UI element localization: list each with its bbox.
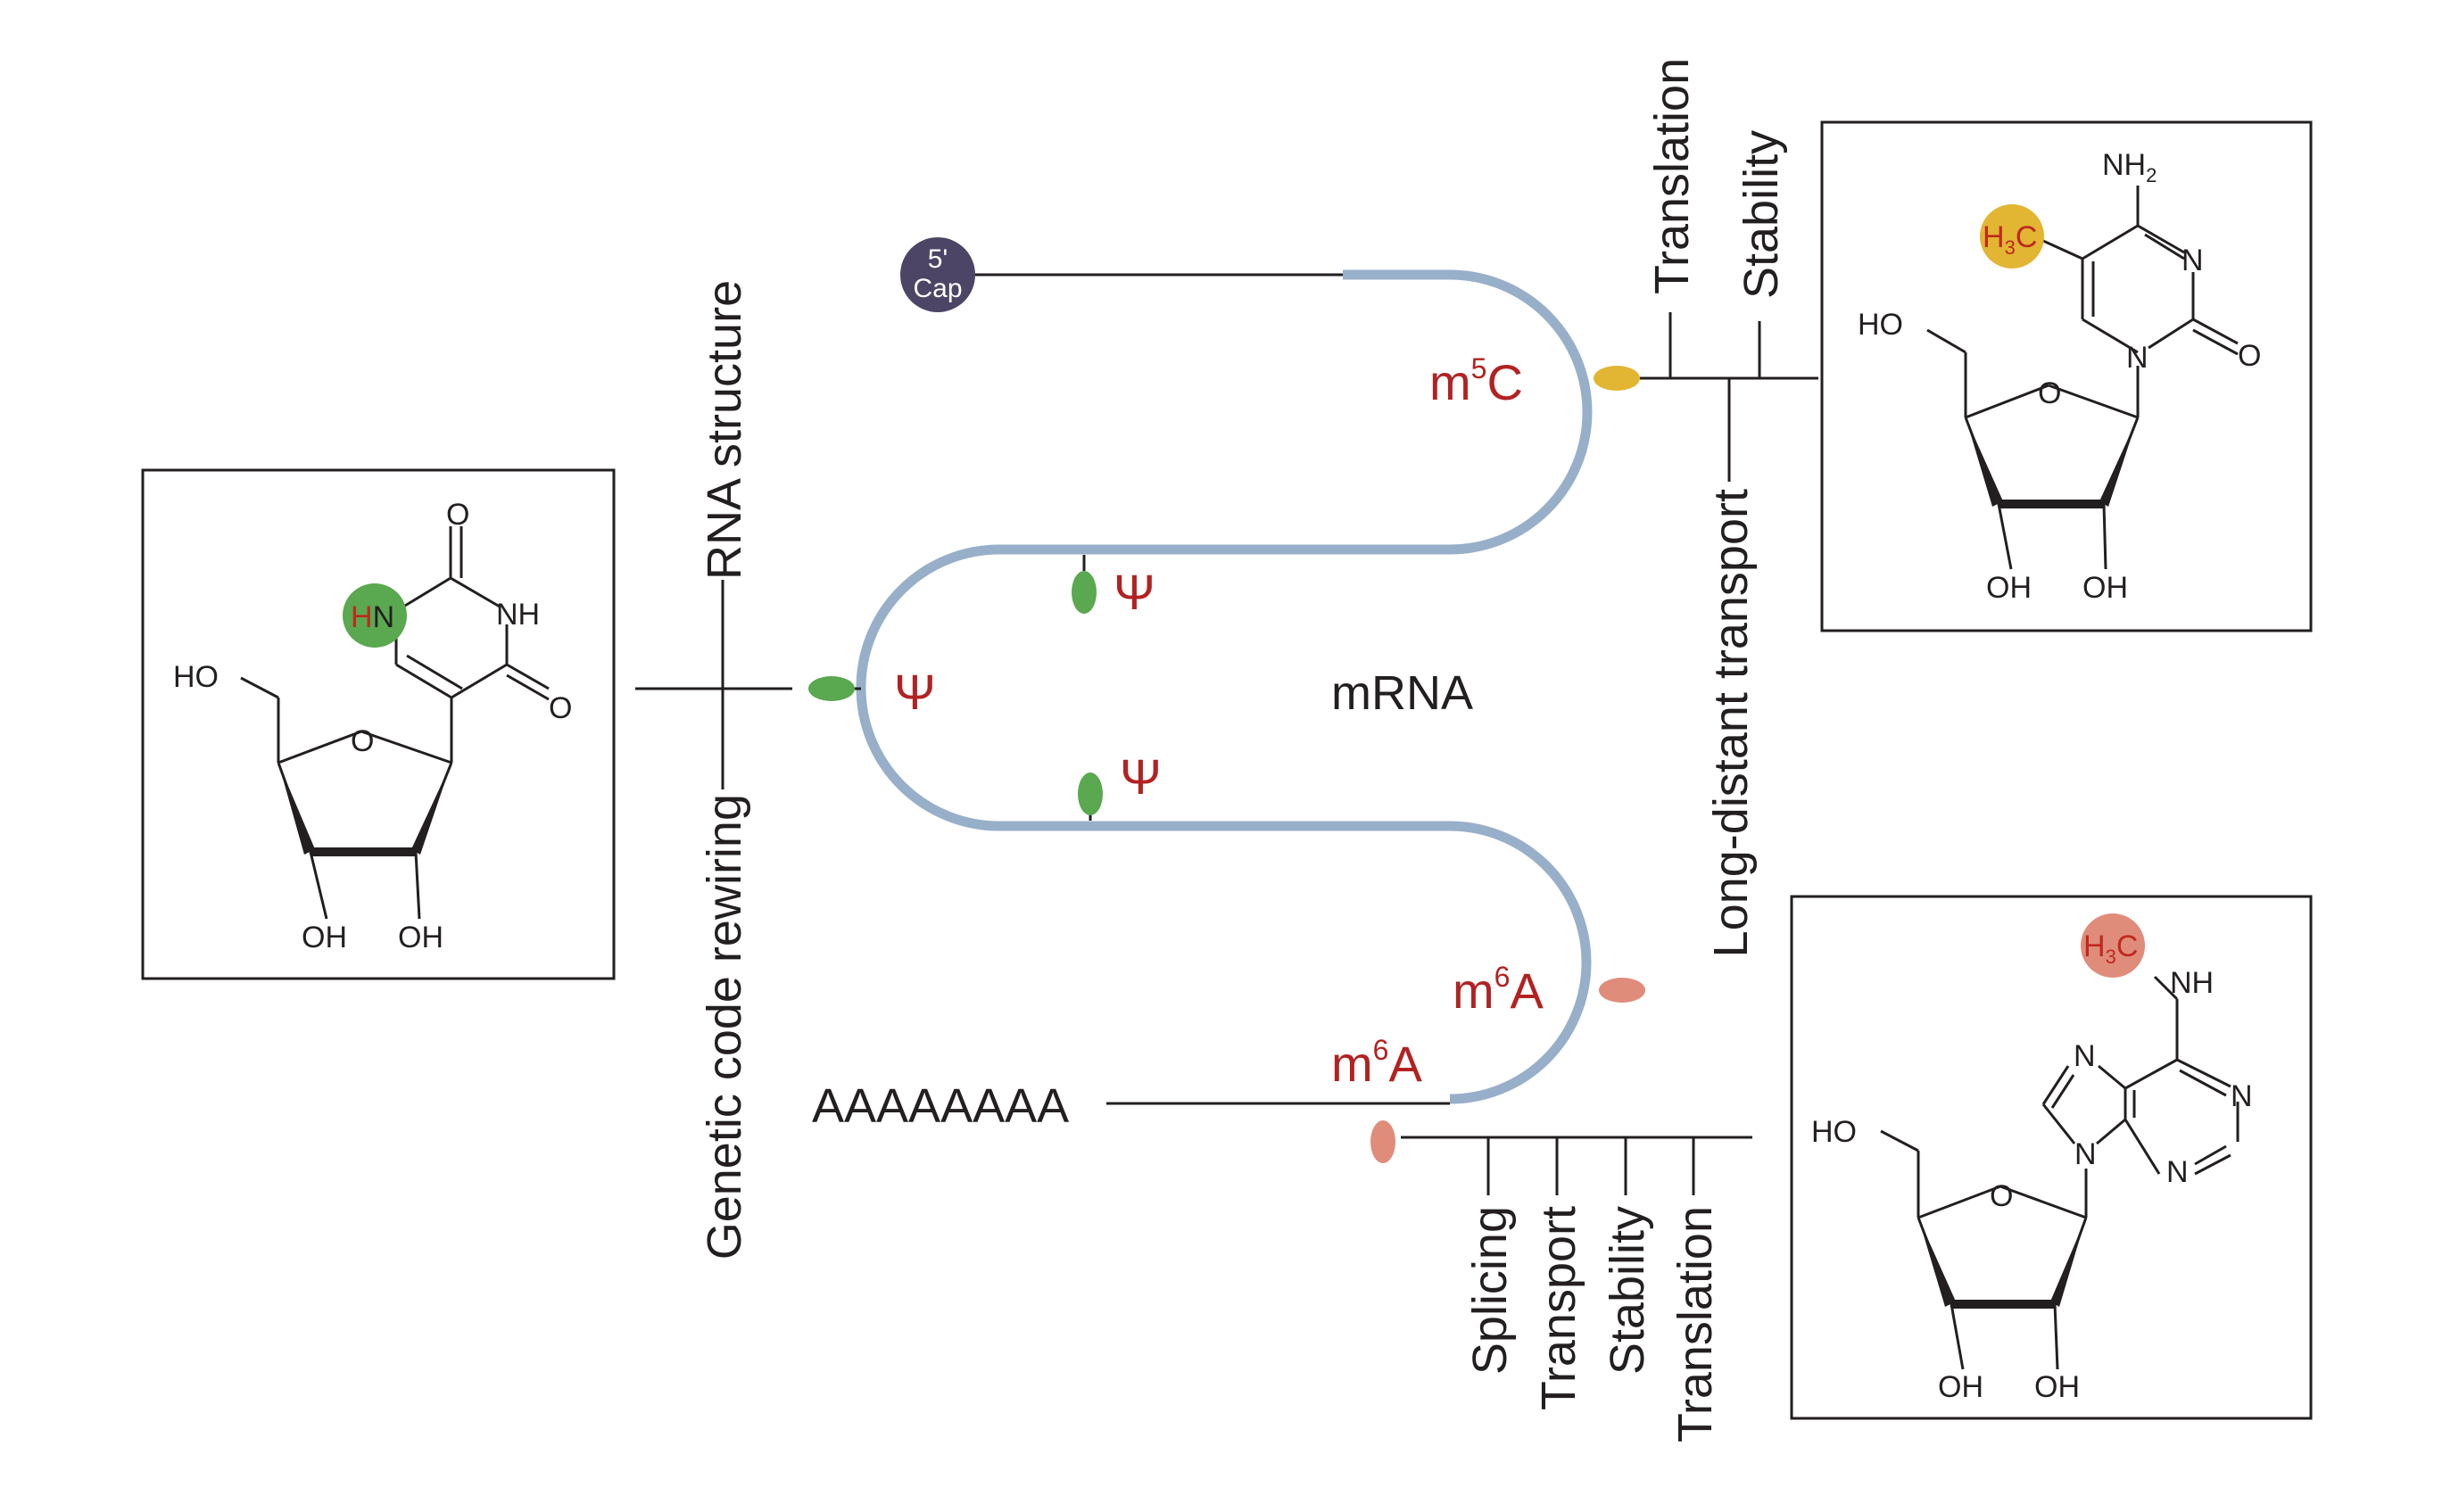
m6a-h3c: H3C — [2083, 930, 2138, 968]
psi-marker-upper — [1072, 571, 1097, 614]
m6a-oh-right: OH — [2034, 1370, 2080, 1404]
m6a-function-transport: Transport — [1532, 1206, 1586, 1410]
psi-function-genetic-code: Genetic code rewiring — [698, 794, 751, 1260]
cap-label-line2: Cap — [913, 274, 962, 303]
m5c-function-annotations: Translation Stability Long-distant trans… — [1640, 58, 1818, 957]
m5c-ring-o: O — [2038, 376, 2061, 410]
pseudouridine-o-top: O — [446, 498, 469, 532]
pseudouridine-highlight — [343, 583, 407, 648]
psi-marker-lower — [1078, 773, 1103, 815]
m6a-n7: N — [2074, 1039, 2096, 1073]
m6a-marker-lower — [1370, 1120, 1395, 1163]
psi-label-lower: Ψ — [1120, 748, 1162, 805]
m5c-ho: HO — [1858, 308, 1903, 342]
m6a-n1: N — [2231, 1079, 2253, 1113]
m5c-function-long-distant-transport: Long-distant transport — [1704, 489, 1758, 957]
m6a-ring-o: O — [1990, 1179, 2013, 1213]
m5c-o: O — [2238, 339, 2261, 373]
poly-a-tail: AAAAAAAA — [812, 1079, 1069, 1133]
pseudouridine-structure-box: HN O NH O HO O OH OH — [141, 468, 616, 980]
cap-label-line1: 5' — [928, 244, 948, 274]
m5c-h3c: H3C — [1983, 220, 2037, 259]
m6a-ho: HO — [1811, 1115, 1857, 1149]
pseudouridine-nh: NH — [496, 598, 540, 632]
m6a-function-stability: Stability — [1601, 1206, 1654, 1375]
pseudouridine-ring-o: O — [351, 724, 374, 758]
psi-label-middle: Ψ — [894, 664, 936, 720]
m5c-marker — [1594, 366, 1640, 391]
m5c-highlight — [1980, 204, 2044, 269]
psi-label-upper: Ψ — [1114, 564, 1155, 620]
pseudouridine-oh-right: OH — [398, 921, 443, 954]
pseudouridine-ho: HO — [173, 660, 219, 694]
m5c-oh-left: OH — [1986, 571, 2032, 605]
m6a-highlight — [2081, 913, 2145, 978]
m5c-nh2: NH2 — [2102, 148, 2157, 186]
mrna-strand — [856, 269, 1593, 1104]
m5c-oh-right: OH — [2082, 571, 2128, 605]
m6a-nh: NH — [2170, 966, 2214, 1000]
m5c-function-stability: Stability — [1735, 130, 1788, 299]
m5c-n-glyco: N — [2126, 341, 2149, 375]
m6a-marker-upper — [1599, 978, 1645, 1003]
m6a-function-translation: Translation — [1668, 1206, 1722, 1442]
m6a-function-splicing: Splicing — [1463, 1206, 1517, 1375]
five-prime-cap — [900, 237, 975, 312]
m5c-structure-box: H3C NH2 N N O HO O OH OH — [1820, 120, 2313, 632]
m5c-label: m5C — [1429, 352, 1523, 410]
pseudouridine-hn: HN — [351, 600, 394, 634]
m6a-function-annotations: Splicing Transport Stability Translation — [1401, 1136, 1752, 1442]
m6a-structure-box: H3C NH N N N N HO O OH OH — [1790, 895, 2313, 1420]
psi-function-annotations: RNA structure Genetic code rewiring — [635, 280, 792, 1260]
psi-marker-middle — [808, 676, 855, 701]
m6a-oh-left: OH — [1938, 1370, 1983, 1404]
pseudouridine-oh-left: OH — [302, 921, 347, 954]
psi-function-rna-structure: RNA structure — [698, 280, 751, 580]
m6a-label-upper: m6A — [1453, 961, 1544, 1019]
m6a-n9: N — [2074, 1137, 2097, 1171]
m6a-n3: N — [2166, 1155, 2189, 1189]
m5c-n-ring: N — [2182, 244, 2204, 277]
mrna-backbone: 5' Cap AAAAAAAA mRNA — [812, 237, 1593, 1133]
m5c-function-translation: Translation — [1645, 58, 1699, 294]
m6a-label-lower: m6A — [1331, 1034, 1422, 1092]
pseudouridine-o-right: O — [549, 691, 572, 725]
modification-labels: m5C Ψ Ψ Ψ m6A m6A — [894, 352, 1544, 1092]
mrna-label: mRNA — [1331, 666, 1473, 720]
modification-markers — [808, 366, 1645, 1163]
